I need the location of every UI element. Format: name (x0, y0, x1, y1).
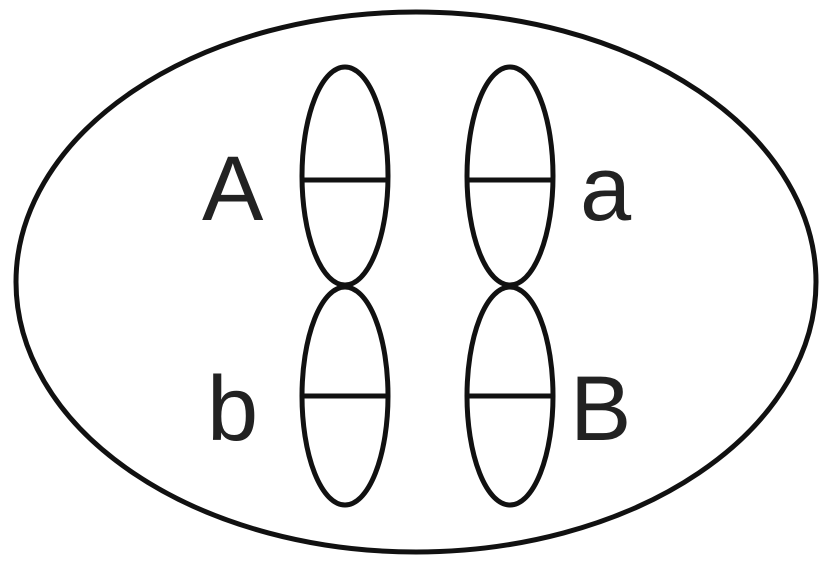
left-chromosome (302, 67, 388, 505)
right-chromosome (467, 67, 553, 505)
left-chromosome-upper-arm (302, 67, 388, 285)
right-chromosome-upper-arm (467, 67, 553, 285)
gene-label-upper-right: a (580, 138, 632, 240)
gene-label-upper-left: A (202, 138, 264, 240)
gene-label-lower-left: b (207, 358, 258, 460)
cell-membrane (16, 12, 816, 552)
gene-label-lower-right: B (570, 358, 631, 460)
